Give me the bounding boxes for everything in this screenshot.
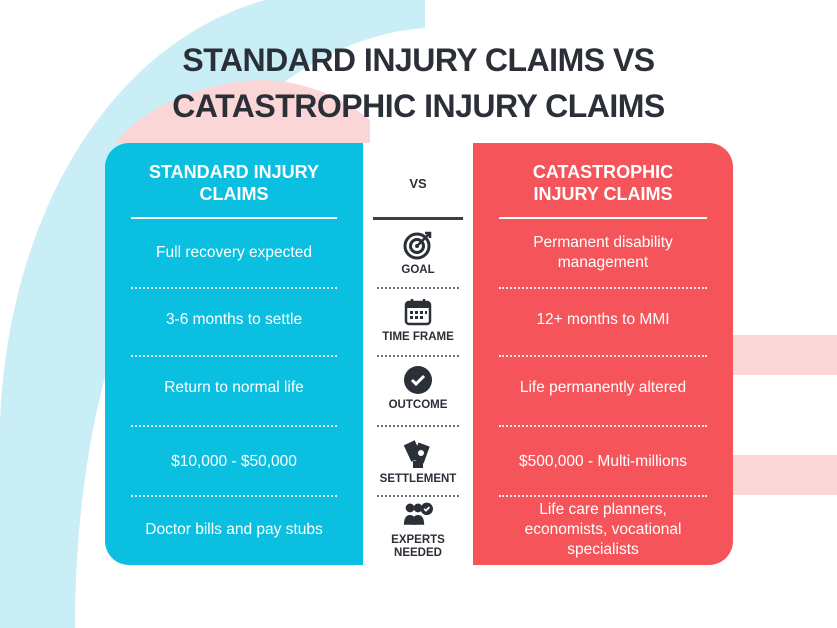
category-cell: EXPERTS NEEDED xyxy=(363,496,473,564)
divider xyxy=(373,217,463,220)
experts-badge-icon xyxy=(403,500,433,530)
catastrophic-cell: Permanent disability management xyxy=(533,234,673,271)
category-label: EXPERTS NEEDED xyxy=(391,534,445,559)
dotted-divider xyxy=(131,355,337,357)
dotted-divider xyxy=(131,287,337,289)
dotted-divider xyxy=(499,287,707,289)
standard-cell: 3-6 months to settle xyxy=(165,311,303,328)
money-hand-icon xyxy=(403,439,433,469)
catastrophic-header: CATASTROPHIC INJURY CLAIMS xyxy=(532,162,674,204)
catastrophic-column: CATASTROPHIC INJURY CLAIMS Permanent dis… xyxy=(473,143,733,565)
category-cell: TIME FRAME xyxy=(363,286,473,354)
divider xyxy=(499,217,707,219)
dotted-divider xyxy=(131,495,337,497)
standard-cell: Return to normal life xyxy=(164,379,304,396)
category-label: GOAL xyxy=(401,263,435,276)
comparison-card: STANDARD INJURY CLAIMS Full recovery exp… xyxy=(105,143,733,565)
background-pink-bar xyxy=(700,455,837,495)
catastrophic-cell: Life care planners, economists, vocation… xyxy=(524,501,682,558)
target-icon xyxy=(403,230,433,260)
background-pink-bar xyxy=(700,335,837,375)
dotted-divider xyxy=(499,495,707,497)
dotted-divider xyxy=(377,495,459,497)
category-label: OUTCOME xyxy=(388,398,448,411)
category-label: SETTLEMENT xyxy=(379,472,457,485)
catastrophic-cell: $500,000 - Multi-millions xyxy=(519,453,687,470)
dotted-divider xyxy=(377,425,459,427)
page-title-line2: CATASTROPHIC INJURY CLAIMS xyxy=(172,88,665,124)
dotted-divider xyxy=(131,425,337,427)
standard-cell: $10,000 - $50,000 xyxy=(171,453,297,470)
standard-cell: Doctor bills and pay stubs xyxy=(145,521,323,538)
category-column: VS GOAL TIME FRAME OUTCOME SETTLEMENT EXPERT… xyxy=(363,143,473,565)
check-circle-icon xyxy=(403,365,433,395)
page-title-line1: STANDARD INJURY CLAIMS VS xyxy=(182,42,655,78)
category-label: TIME FRAME xyxy=(382,330,454,343)
dotted-divider xyxy=(499,425,707,427)
calendar-icon xyxy=(403,297,433,327)
standard-header: STANDARD INJURY CLAIMS xyxy=(148,162,319,204)
background-pink-shape xyxy=(115,80,370,143)
category-cell: SETTLEMENT xyxy=(363,428,473,496)
dotted-divider xyxy=(377,355,459,357)
divider xyxy=(131,217,337,219)
standard-cell: Full recovery expected xyxy=(156,244,312,261)
dotted-divider xyxy=(499,355,707,357)
catastrophic-cell: 12+ months to MMI xyxy=(536,311,670,328)
vs-label: VS xyxy=(409,176,427,191)
category-cell: GOAL xyxy=(363,219,473,287)
catastrophic-cell: Life permanently altered xyxy=(519,379,687,396)
category-cell: OUTCOME xyxy=(363,354,473,422)
dotted-divider xyxy=(377,287,459,289)
standard-column: STANDARD INJURY CLAIMS Full recovery exp… xyxy=(105,143,363,565)
